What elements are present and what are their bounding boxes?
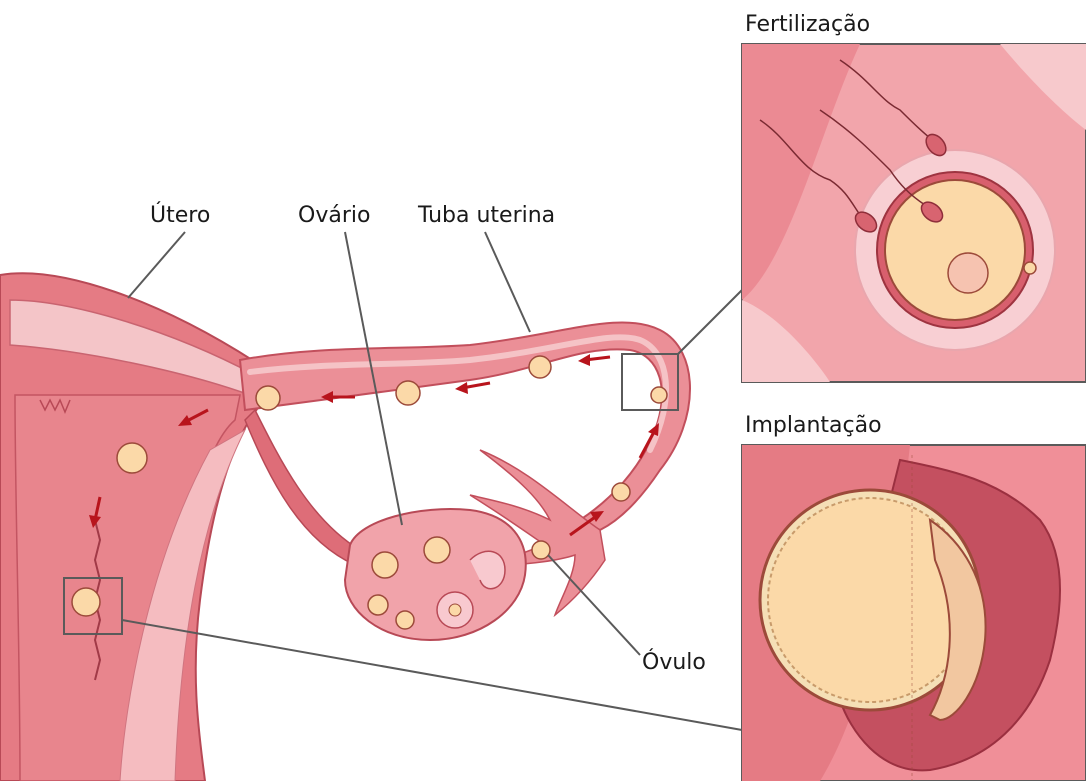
zygote-cell: [651, 387, 667, 403]
implantation-title: Implantação: [745, 413, 882, 438]
ovary-illustration: [345, 509, 526, 640]
blastocyst-stage: [117, 443, 147, 473]
fertilization-inset: [742, 44, 1086, 382]
implantation-inset: [742, 445, 1086, 781]
ovum-label: Óvulo: [642, 649, 706, 675]
four-cell-stage: [396, 381, 420, 405]
tube-leader: [485, 232, 530, 332]
uterus-label: Útero: [150, 202, 210, 228]
fertilization-title: Fertilização: [745, 12, 870, 37]
ovum-cell: [612, 483, 630, 501]
implanting-blastocyst: [72, 588, 100, 616]
fallopian-tube-label: Tuba uterina: [417, 203, 555, 228]
fertilization-connector: [678, 290, 742, 354]
uterus-leader: [128, 232, 185, 298]
ovum-cell: [532, 541, 550, 559]
ovary-label: Ovário: [298, 203, 370, 228]
two-cell-stage: [529, 356, 551, 378]
uterus-illustration: [0, 273, 270, 781]
morula-stage: [256, 386, 280, 410]
